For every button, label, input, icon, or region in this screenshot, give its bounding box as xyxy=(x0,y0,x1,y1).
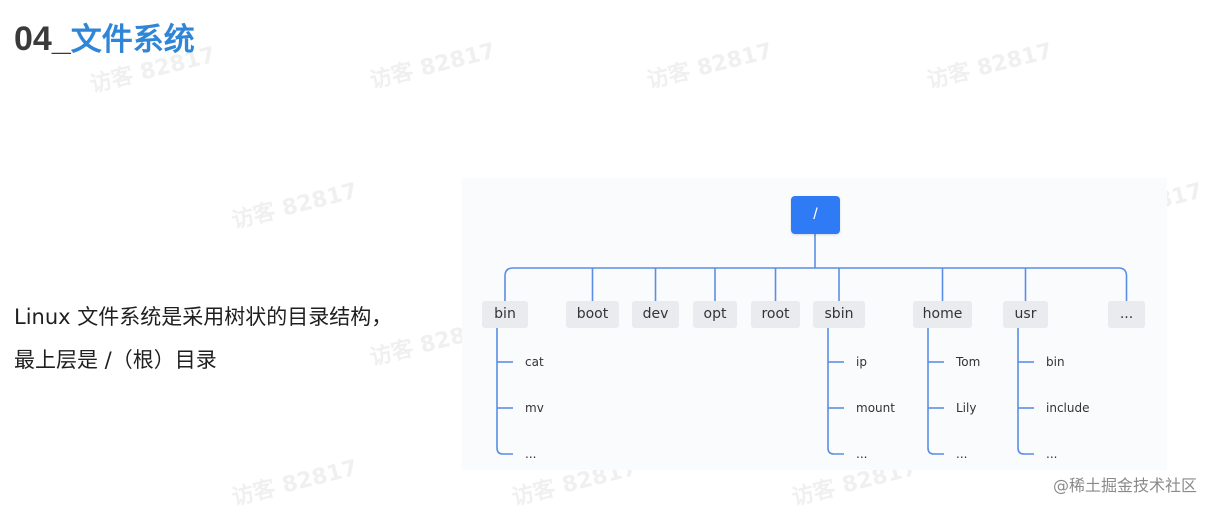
title-text: 文件系统 xyxy=(70,22,195,58)
bus-connector xyxy=(504,267,1128,301)
child-connector xyxy=(827,328,844,455)
leaf-mount: mount xyxy=(856,401,895,415)
dir-node-dev: dev xyxy=(632,301,679,328)
dir-node-home: home xyxy=(913,301,972,328)
leaf-ip: ip xyxy=(856,355,867,369)
dir-node-usr: usr xyxy=(1003,301,1048,328)
dir-node-opt: opt xyxy=(693,301,737,328)
leaf-more: ... xyxy=(1046,447,1058,461)
dir-node-sbin: sbin xyxy=(813,301,865,328)
description-line-2: 最上层是 /（根）目录 xyxy=(14,348,217,372)
leaf-more: ... xyxy=(956,447,968,461)
child-connector xyxy=(927,328,944,455)
child-connector xyxy=(1017,328,1034,455)
leaf-more: ... xyxy=(525,447,537,461)
title-number: 04_ xyxy=(14,20,71,58)
dir-node-root: root xyxy=(751,301,800,328)
page-title: 04_文件系统 xyxy=(14,19,195,60)
leaf-mv: mv xyxy=(525,401,544,415)
leaf-cat: cat xyxy=(525,355,544,369)
description: Linux 文件系统是采用树状的目录结构， 最上层是 /（根）目录 xyxy=(14,296,392,382)
dir-node-more: ... xyxy=(1108,301,1145,328)
leaf-include: include xyxy=(1046,401,1090,415)
leaf-Tom: Tom xyxy=(956,355,981,369)
footer-credit: @稀土掘金技术社区 xyxy=(1052,476,1197,495)
leaf-Lily: Lily xyxy=(956,401,977,415)
tree-root-node: / xyxy=(791,196,840,234)
leaf-bin: bin xyxy=(1046,355,1065,369)
dir-node-bin: bin xyxy=(482,301,528,328)
leaf-more: ... xyxy=(856,447,868,461)
dir-node-boot: boot xyxy=(566,301,619,328)
child-connector xyxy=(496,328,513,455)
description-line-1: Linux 文件系统是采用树状的目录结构， xyxy=(14,305,393,329)
